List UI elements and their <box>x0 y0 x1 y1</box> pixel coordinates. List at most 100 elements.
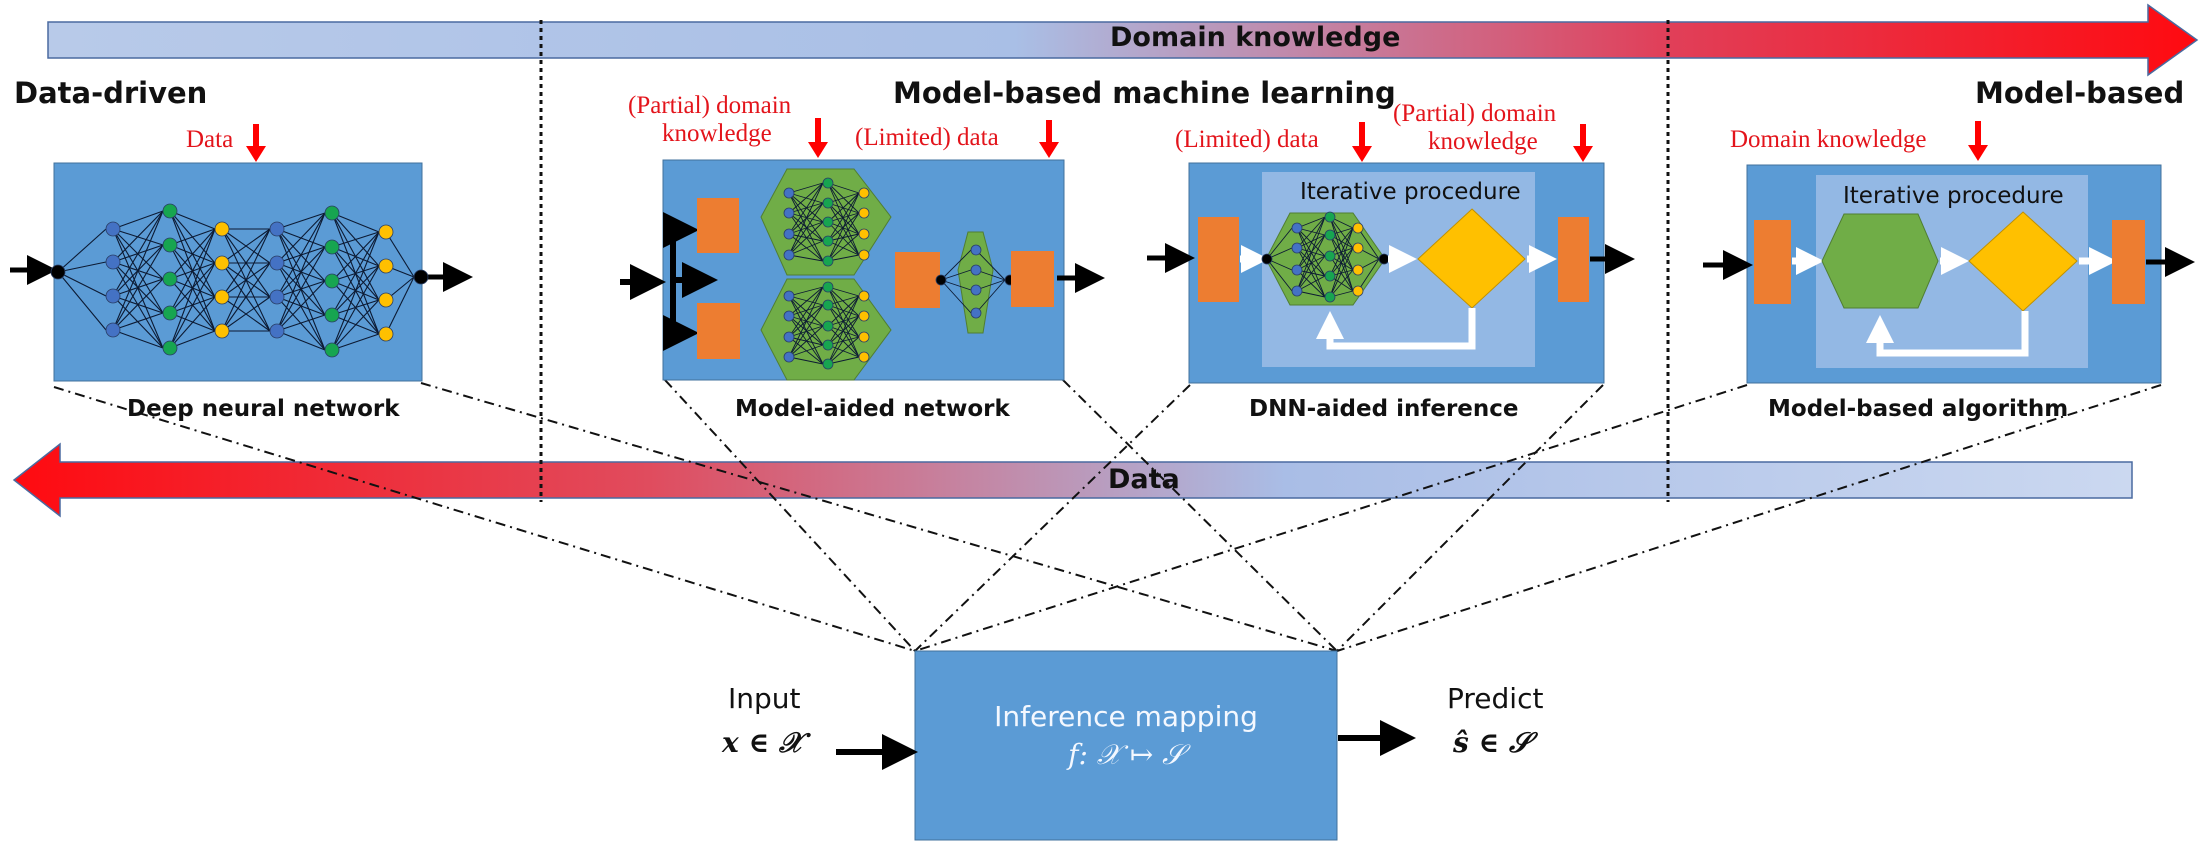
network-edge <box>1329 247 1354 298</box>
deep-neural-network-panel <box>10 162 473 382</box>
network-edge <box>788 254 824 262</box>
iterative-procedure-label-1: Iterative procedure <box>1300 179 1521 205</box>
network-node <box>822 339 834 351</box>
network-edge <box>385 276 415 335</box>
network-edge <box>276 212 326 332</box>
network-edge <box>827 202 860 256</box>
network-edge <box>788 192 824 223</box>
network-edge <box>827 295 860 327</box>
network-node <box>822 299 834 311</box>
network-node <box>1352 285 1364 297</box>
network-node <box>162 305 178 321</box>
network-node <box>269 289 285 305</box>
network-edge <box>112 312 164 331</box>
network-node <box>214 289 230 305</box>
network-edge <box>788 344 824 358</box>
network-edge <box>788 182 824 194</box>
domain-knowledge-arrow <box>47 3 2199 77</box>
network-node <box>783 228 795 240</box>
network-edge <box>788 295 824 306</box>
network-edge <box>112 244 164 331</box>
predict-label: Predict <box>1447 682 1544 715</box>
network-node <box>214 255 230 271</box>
network-edge <box>788 286 824 358</box>
network-edge <box>788 221 824 235</box>
caption-model-aided-network: Model-aided network <box>735 396 1010 422</box>
network-edge <box>221 228 271 298</box>
network-node <box>1324 291 1336 303</box>
network-node <box>783 310 795 322</box>
network-edge <box>788 233 824 242</box>
network-node <box>214 323 230 339</box>
network-node <box>1324 270 1336 282</box>
network-edge <box>331 231 380 248</box>
network-edge <box>1296 216 1326 292</box>
network-node <box>378 326 394 342</box>
network-node <box>1291 222 1303 234</box>
network-edge <box>788 212 824 242</box>
network-node <box>858 228 870 240</box>
network-node <box>1352 264 1364 276</box>
network-node <box>822 235 834 247</box>
input-label-domain-knowledge: Domain knowledge <box>1730 126 1927 153</box>
inference-formula: f: 𝒳 ↦ 𝒮 <box>1068 738 1184 771</box>
network-edge <box>788 304 824 317</box>
network-node <box>324 205 340 221</box>
network-edge <box>788 336 824 365</box>
network-edge <box>1296 216 1326 249</box>
caption-model-based-algorithm: Model-based algorithm <box>1768 396 2069 422</box>
network-edge <box>788 182 824 235</box>
network-node <box>822 281 834 293</box>
network-edge <box>788 286 824 317</box>
network-edge <box>1329 227 1354 257</box>
network-edge <box>276 212 326 298</box>
network-edge <box>169 228 216 314</box>
network-node <box>269 221 285 237</box>
network-edge <box>1329 227 1354 277</box>
network-edge <box>276 330 326 351</box>
network-edge <box>57 271 107 297</box>
network-edge <box>331 299 380 351</box>
network-edge <box>827 192 860 204</box>
network-edge <box>169 228 216 246</box>
network-node <box>1352 222 1364 234</box>
network-edge <box>1357 258 1380 292</box>
network-edge <box>331 231 380 351</box>
network-edge <box>827 286 860 358</box>
network-edge <box>1266 258 1293 292</box>
network-edge <box>57 271 107 331</box>
network-node <box>324 273 340 289</box>
network-edge <box>827 325 860 338</box>
network-edge <box>788 233 824 262</box>
network-node <box>858 187 870 199</box>
network-edge <box>1296 227 1326 257</box>
network-edge <box>169 262 216 349</box>
network-edge <box>112 210 164 263</box>
network-edge <box>788 240 824 256</box>
network-node <box>214 221 230 237</box>
data-arrow <box>12 442 2133 518</box>
network-edge <box>788 182 824 214</box>
network-edge <box>169 330 216 349</box>
network-node <box>50 264 66 280</box>
network-node <box>162 271 178 287</box>
network-edge <box>827 336 860 365</box>
network-edge <box>788 325 824 358</box>
network-edge <box>1296 234 1326 271</box>
network-edge <box>975 279 1006 314</box>
network-node <box>1324 229 1336 241</box>
network-edge <box>1296 247 1326 298</box>
neural-network-graph <box>50 203 429 358</box>
network-node <box>1324 211 1336 223</box>
caption-dnn-aided-inference: DNN-aided inference <box>1249 396 1519 422</box>
inference-title: Inference mapping <box>994 700 1258 733</box>
network-edge <box>169 210 216 230</box>
network-edge <box>276 314 326 332</box>
model-aided-network-panel <box>620 159 1105 381</box>
network-edge <box>788 295 824 327</box>
projection-lines <box>53 379 2162 652</box>
network-edge <box>1329 216 1354 292</box>
domain-knowledge-label: Domain knowledge <box>1110 22 1401 53</box>
network-node <box>105 221 121 237</box>
network-edge <box>112 278 164 331</box>
